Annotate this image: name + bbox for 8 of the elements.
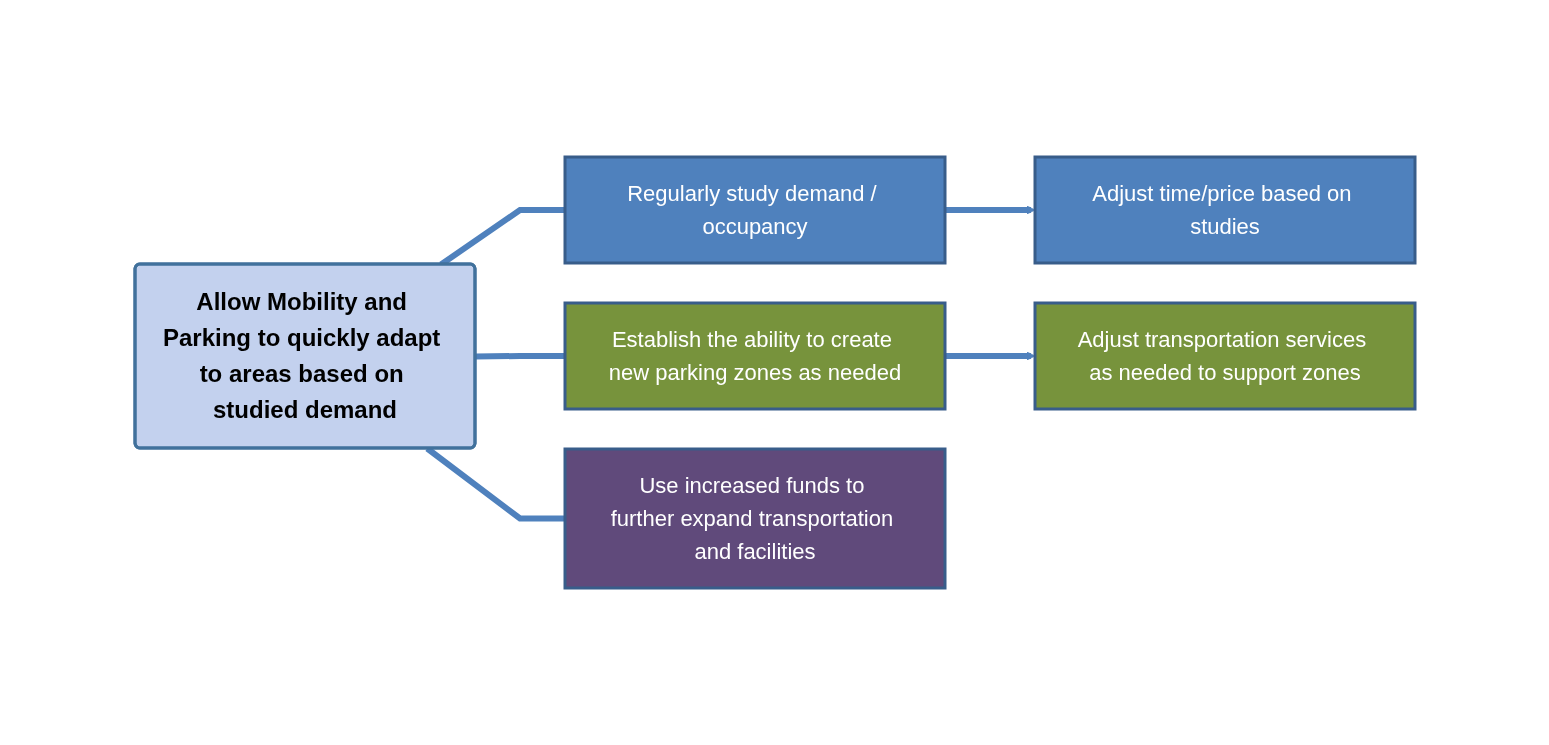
node-box: Adjust time/price based on studies	[1033, 155, 1416, 265]
node-box: Adjust transportation services as needed to support zones	[1033, 301, 1416, 411]
node-box: Establish the ability to create new parking zones as needed	[563, 301, 946, 411]
node-box: Regularly study demand / occupancy	[563, 155, 946, 265]
node-box: Use increased funds to further expand transportation and facilities	[563, 447, 946, 590]
connector	[474, 353, 565, 360]
arrow	[944, 351, 1035, 361]
arrow	[944, 205, 1035, 215]
